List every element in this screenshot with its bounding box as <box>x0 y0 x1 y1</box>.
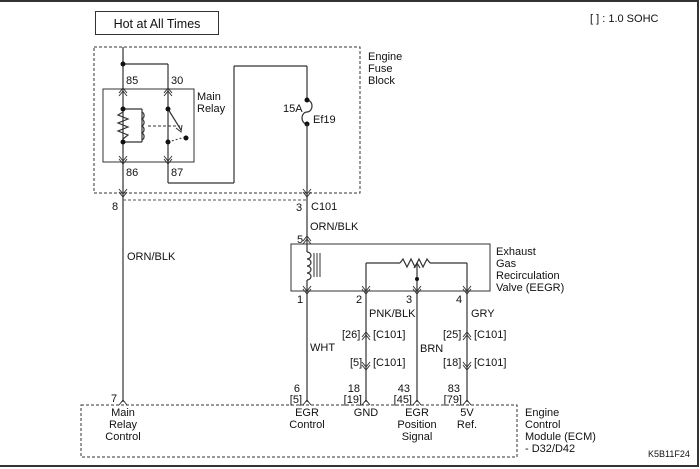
fuse-dot-top <box>304 97 310 103</box>
c101-name: C101 <box>311 201 338 213</box>
eegr-potentiometer <box>365 257 468 402</box>
eegr-pin-chevrons <box>302 235 472 295</box>
wire-color-relay-control: ORN/BLK <box>127 251 176 263</box>
ecm-function-main-relay-control: Main Relay Control <box>105 407 141 443</box>
gnd-upper-name: [C101] <box>373 329 406 341</box>
relay-resistor-icon <box>116 111 130 140</box>
relay-junction-dots <box>120 61 189 145</box>
ecm-alt-pin-19: [19] <box>343 394 362 406</box>
relay-wiring <box>122 47 307 206</box>
main-relay-outline <box>102 88 195 163</box>
gnd-lower-pin: [5] <box>350 357 363 369</box>
eegr-outline <box>290 243 491 292</box>
c101-pin-8: 8 <box>112 201 119 213</box>
eegr-label: Exhaust Gas Recirculation Valve (EEGR) <box>496 246 565 294</box>
relay-coil-icon <box>140 111 145 141</box>
gnd-upper-pin: [26] <box>342 329 361 341</box>
ref-upper-pin: [25] <box>443 329 462 341</box>
gnd-lower-name: [C101] <box>373 357 406 369</box>
inline-connector-chevrons <box>361 331 472 371</box>
power-source-label: Hot at All Times <box>95 11 219 35</box>
ref-upper-name: [C101] <box>474 329 507 341</box>
figure-id: K5B11F24 <box>648 449 690 459</box>
wire-color-5v-ref: GRY <box>471 308 495 320</box>
fuse-block-outline <box>93 46 361 194</box>
legend-note: [ ] : 1.0 SOHC <box>590 13 659 25</box>
fuse-block-label: Engine Fuse Block <box>368 51 403 87</box>
relay-switch-dotted <box>167 136 186 143</box>
fuse-name: Ef19 <box>313 114 336 126</box>
relay-switch-arm <box>167 108 182 131</box>
ecm-alt-pin-79: [79] <box>443 394 462 406</box>
ecm-outline <box>80 404 518 458</box>
eegr-pin-2: 2 <box>356 294 363 306</box>
ecm-pin-6: 6 <box>293 383 300 395</box>
eegr-pin-4: 4 <box>456 294 463 306</box>
fuse-rating: 15A <box>283 103 303 115</box>
ecm-pin-83: 83 <box>447 383 460 395</box>
ecm-label: Engine Control Module (ECM) - D32/D42 <box>525 407 596 455</box>
ecm-function-gnd: GND <box>353 407 379 419</box>
eegr-pin-5: 5 <box>297 234 304 246</box>
eegr-solenoid-icon <box>306 251 312 281</box>
ref-lower-pin: [18] <box>443 357 462 369</box>
wire-color-gnd: PNK/BLK <box>369 308 416 320</box>
wiper-dot <box>415 277 419 281</box>
ecm-pin-43: 43 <box>397 383 410 395</box>
wire-color-position-signal: BRN <box>420 343 444 355</box>
ecm-function-egr-control: EGR Control <box>289 407 325 431</box>
relay-switch-arrow-icon <box>175 124 183 133</box>
eegr-pin-1: 1 <box>297 294 304 306</box>
ecm-function-egr-position-signal: EGR Position Signal <box>397 407 437 443</box>
wire-color-fuse-to-eegr: ORN/BLK <box>310 221 359 233</box>
eegr-core-lines <box>313 253 321 277</box>
ecm-pin-7: 7 <box>111 393 118 405</box>
ecm-pin-18: 18 <box>347 383 360 395</box>
ecm-alt-pin-45: [45] <box>393 394 412 406</box>
ecm-alt-pin-5: [5] <box>289 394 302 406</box>
relay-pin-86: 86 <box>126 167 139 179</box>
eegr-pin-3: 3 <box>406 294 413 306</box>
relay-pin-85: 85 <box>126 75 139 87</box>
ecm-function-5v-ref: 5V Ref. <box>456 407 478 431</box>
fuse-icon <box>301 99 313 125</box>
ref-lower-name: [C101] <box>474 357 507 369</box>
relay-pin-30: 30 <box>171 75 184 87</box>
c101-pin-3: 3 <box>296 202 303 214</box>
wire-color-egr-control: WHT <box>310 342 336 354</box>
ecm-pin-chevrons <box>118 399 472 406</box>
relay-pin-87: 87 <box>171 167 184 179</box>
main-relay-label: Main Relay <box>197 91 226 115</box>
